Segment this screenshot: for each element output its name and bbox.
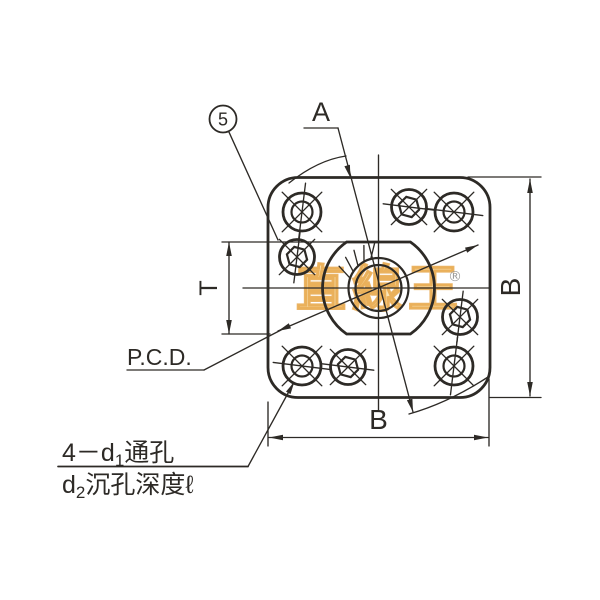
counterbore-hole-top-left	[281, 182, 323, 242]
balloon-number: 5	[218, 110, 228, 130]
counterbore-hole-bottom-left	[272, 345, 332, 387]
thread-recess-circle	[347, 256, 410, 320]
counterbore-outer-circle	[281, 191, 323, 233]
b-dimension-right: B	[467, 176, 542, 399]
center-boss	[321, 240, 436, 336]
counterbore-outer-circle	[433, 345, 475, 387]
pcd-arrow-lower	[278, 323, 291, 331]
note-line-2: d2沉孔深度ℓ	[62, 471, 194, 502]
t-arrow-up	[226, 242, 232, 256]
note-line1-prefix: 4－d	[62, 439, 115, 467]
counterbore-hole-top-right	[424, 191, 484, 233]
through-hole-circle	[442, 354, 466, 378]
pcd-dimension: P.C.D.	[126, 244, 479, 371]
boss-outline	[321, 240, 436, 336]
hex-socket	[285, 245, 309, 269]
counterbore-outer-circle	[433, 191, 475, 233]
hex-socket	[397, 195, 421, 219]
note-line2-suffix: 沉孔深度ℓ	[85, 471, 194, 499]
b-bottom-arrow-left	[269, 434, 283, 441]
b-right-arrow-up	[527, 179, 533, 193]
registered-mark: ®	[448, 269, 462, 285]
thread-tick	[353, 249, 359, 266]
t-label: T	[195, 280, 223, 295]
through-hole-circle	[442, 200, 466, 224]
screw-head-circle	[390, 188, 428, 226]
b-right-arrow-down	[527, 382, 533, 396]
note-line2-prefix: d	[62, 471, 76, 499]
through-hole-circle	[290, 200, 314, 224]
angle-arrow-bottom	[406, 398, 413, 412]
pcd-label: P.C.D.	[127, 344, 192, 370]
t-arrow-down	[226, 320, 232, 334]
angle-reference-line	[337, 127, 414, 413]
note-line1-subscript: 1	[115, 451, 124, 470]
thread-tick	[338, 265, 351, 279]
b-bottom-label: B	[369, 404, 388, 435]
thread-bore-circle	[354, 263, 403, 313]
angle-arc-top	[288, 155, 347, 184]
hex-socket	[448, 305, 472, 329]
socket-screw-right	[441, 290, 479, 344]
note-leader-line	[247, 383, 294, 468]
screw-head-circle	[329, 348, 367, 386]
hex-socket	[336, 355, 360, 379]
angle-label: A	[312, 97, 330, 127]
t-dimension: T	[195, 241, 349, 335]
hole-note: 4－d1通孔 d2沉孔深度ℓ	[57, 381, 295, 502]
b-bottom-arrow-right	[474, 434, 488, 441]
socket-screw-bottom	[321, 348, 375, 386]
counterbore-hole-bottom-right	[433, 336, 475, 396]
angle-dimension-A: A	[288, 97, 489, 415]
b-right-label: B	[495, 278, 526, 297]
socket-screw-top	[382, 188, 436, 226]
through-hole-circle	[290, 354, 314, 378]
note-line-1: 4－d1通孔	[62, 439, 174, 470]
angle-arc-bottom	[408, 376, 489, 415]
pcd-diameter-line	[277, 244, 479, 332]
screw-head-circle	[441, 298, 479, 336]
thread-tick	[344, 256, 354, 272]
thread-relief-ticks	[338, 242, 376, 279]
balloon-circle	[208, 104, 238, 134]
note-line2-subscript: 2	[76, 483, 85, 502]
balloon-callout: 5	[208, 104, 279, 241]
pcd-arrow-upper	[465, 245, 478, 253]
screw-head-circle	[278, 238, 316, 276]
socket-screw-left	[278, 230, 316, 284]
angle-arrow-top	[344, 164, 351, 178]
b-dimension-bottom: B	[267, 378, 490, 447]
note-line1-suffix: 通孔	[124, 439, 174, 467]
pcd-leader-line	[203, 329, 282, 371]
counterbore-outer-circle	[281, 345, 323, 387]
note-leader-arrow	[286, 381, 295, 395]
balloon-leader-line	[228, 131, 279, 241]
